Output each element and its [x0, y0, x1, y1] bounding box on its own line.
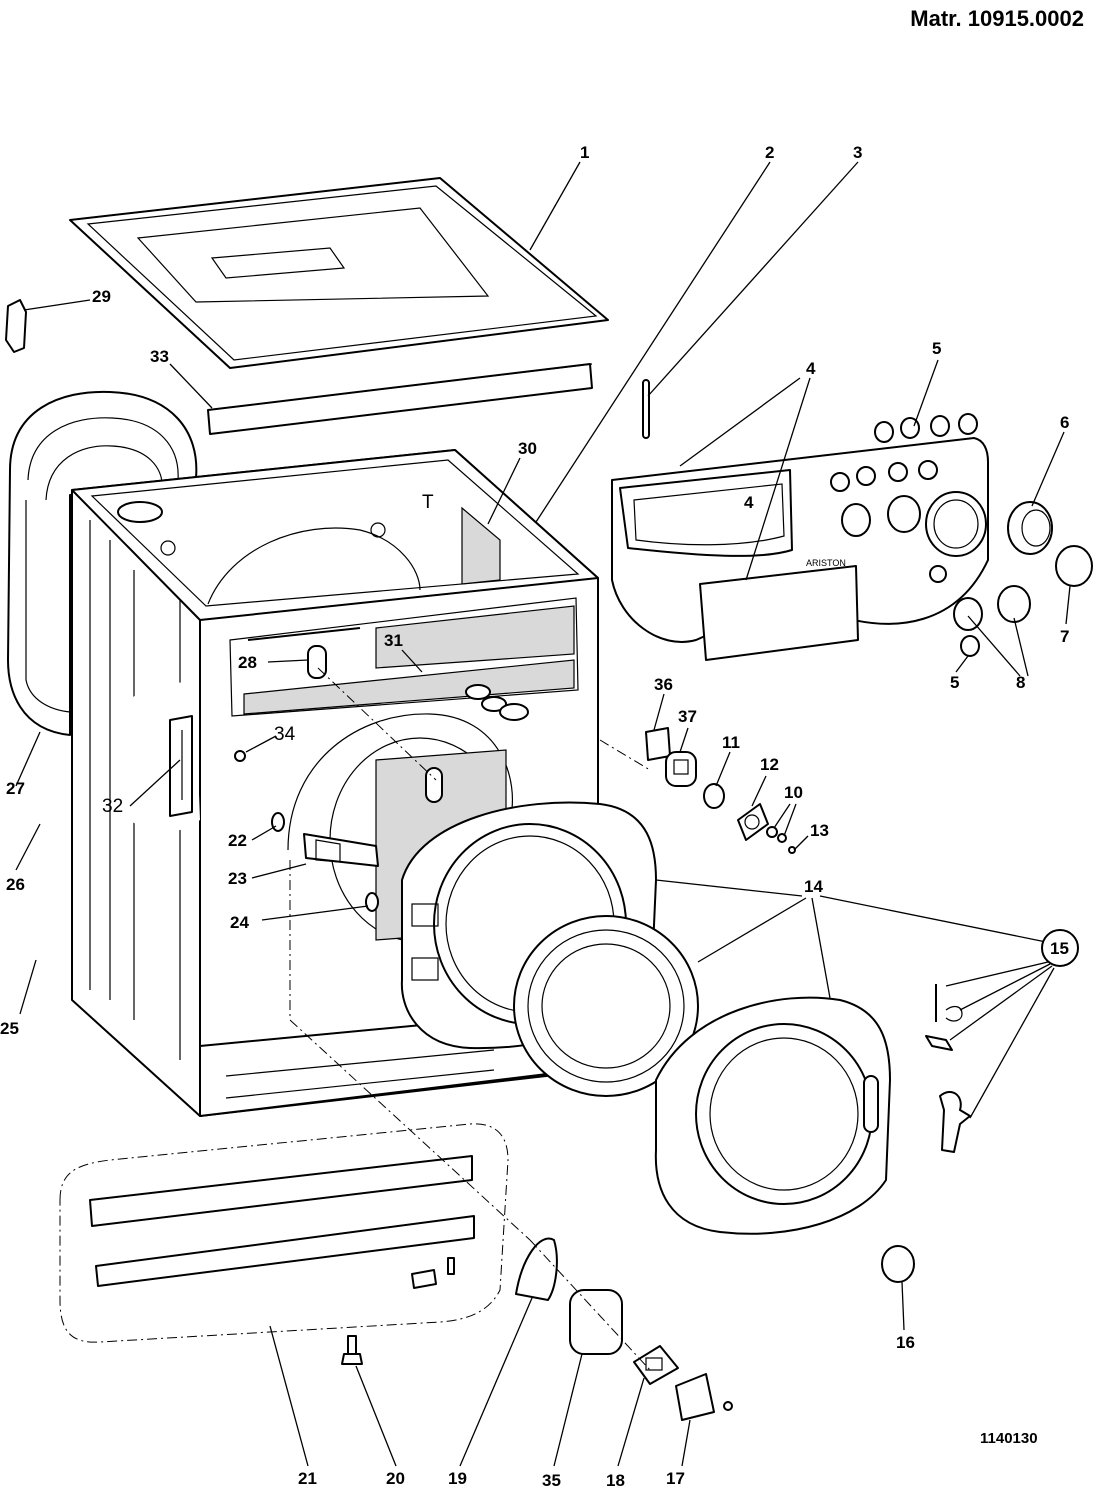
callout-36: 36 — [654, 675, 673, 694]
callout-24: 24 — [230, 913, 249, 932]
callout-35: 35 — [542, 1471, 561, 1490]
callout-12: 12 — [760, 755, 779, 774]
callout-29: 29 — [92, 287, 111, 306]
callout-22: 22 — [228, 831, 247, 850]
base-kit — [59, 1123, 509, 1343]
callout-5-lower: 5 — [950, 673, 959, 692]
callout-11: 11 — [722, 733, 740, 752]
callout-labels: 1 2 3 4 4 5 5 6 7 8 10 11 12 13 14 15 16… — [0, 143, 1069, 1490]
callout-15: 15 — [1050, 939, 1069, 958]
callout-18: 18 — [606, 1471, 625, 1490]
spring-pin — [642, 379, 650, 439]
callout-25: 25 — [0, 1019, 19, 1038]
foot-bolt — [341, 1335, 363, 1365]
callout-8: 8 — [1016, 673, 1025, 692]
callout-31: 31 — [384, 631, 403, 650]
callout-6: 6 — [1060, 413, 1069, 432]
callout-14: 14 — [804, 877, 823, 896]
top-lid — [69, 177, 609, 369]
callout-32: 32 — [102, 796, 123, 817]
callout-21: 21 — [298, 1469, 317, 1488]
callout-2: 2 — [765, 143, 774, 162]
material-code: Matr. 10915.0002 — [910, 6, 1084, 31]
callout-5-upper: 5 — [932, 339, 941, 358]
callout-20: 20 — [386, 1469, 405, 1488]
knobs — [874, 413, 1031, 657]
callout-33: 33 — [150, 347, 169, 366]
hinge-screws — [234, 750, 379, 912]
door-hinge-plates — [515, 1237, 733, 1421]
callout-16: 16 — [896, 1333, 915, 1352]
outer-door — [654, 996, 891, 1235]
drawing-number: 1140130 — [980, 1430, 1038, 1447]
door-glass-ring — [513, 915, 699, 1097]
top-strip — [207, 363, 593, 435]
callout-13: 13 — [810, 821, 829, 840]
callout-17: 17 — [666, 1469, 685, 1488]
callout-15-circle — [1041, 929, 1079, 967]
callout-19: 19 — [448, 1469, 467, 1488]
foot-cap — [881, 1245, 915, 1283]
callout-26: 26 — [6, 875, 25, 894]
door-lock-assembly — [645, 727, 796, 854]
callout-34: 34 — [274, 724, 296, 745]
callout-3: 3 — [853, 143, 862, 162]
drawer-flap — [699, 565, 859, 661]
callout-30: 30 — [518, 439, 537, 458]
cabinet-mark: T — [422, 492, 434, 513]
program-knob — [1007, 501, 1093, 587]
callout-4-upper: 4 — [806, 359, 816, 378]
callout-27: 27 — [6, 779, 25, 798]
callout-4-drawer: 4 — [744, 493, 754, 512]
hinge-plate — [126, 681, 200, 832]
callout-7: 7 — [1060, 627, 1069, 646]
rear-seal — [7, 390, 198, 736]
panel-brand: ARISTON — [806, 558, 846, 568]
leader-lines — [15, 161, 1071, 1467]
callout-28: 28 — [238, 653, 257, 672]
clip-part — [5, 299, 27, 353]
callout-23: 23 — [228, 869, 247, 888]
latch-parts — [925, 984, 971, 1153]
callout-10: 10 — [784, 783, 803, 802]
callout-37: 37 — [678, 707, 697, 726]
callout-1: 1 — [580, 143, 589, 162]
